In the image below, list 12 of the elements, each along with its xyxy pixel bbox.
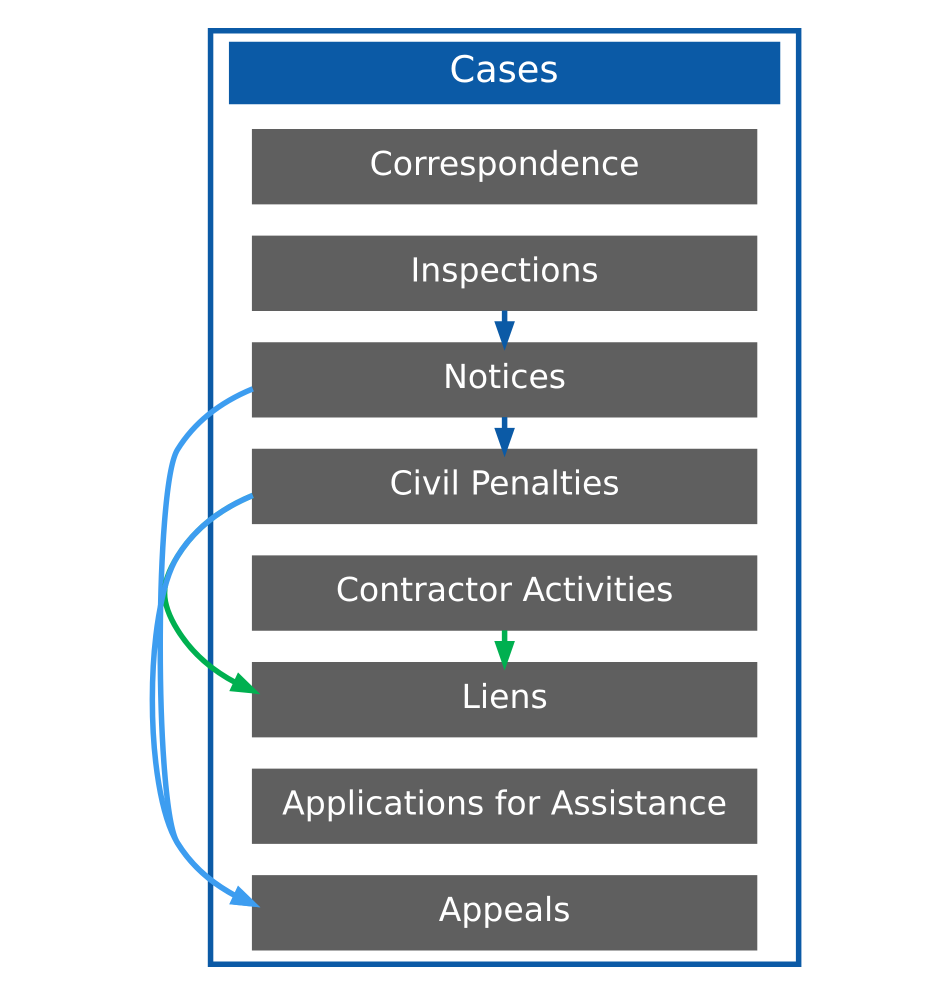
node-box: Notices	[251, 342, 757, 418]
node-box: Civil Penalties	[251, 448, 757, 524]
node-box: Applications for Assistance	[251, 768, 757, 844]
node-box: Correspondence	[251, 129, 757, 204]
arrow	[494, 630, 514, 671]
node-box: Contractor Activities	[251, 555, 757, 631]
arrow	[494, 310, 514, 351]
node-box: Inspections	[251, 236, 757, 311]
node-box: Appeals	[251, 875, 757, 951]
node-box: Liens	[251, 662, 757, 738]
arrow	[156, 386, 260, 908]
arrow	[494, 417, 514, 458]
